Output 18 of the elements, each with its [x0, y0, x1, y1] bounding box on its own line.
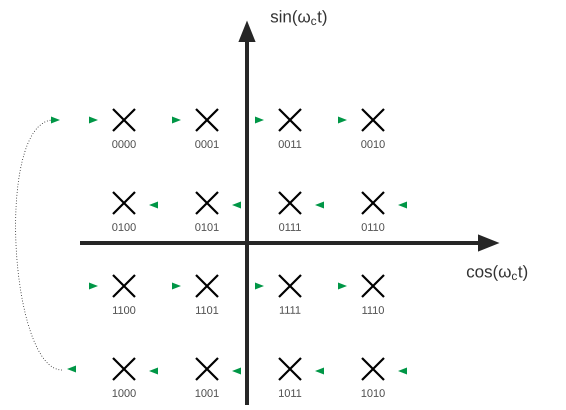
bit-label: 1111 — [280, 306, 300, 314]
bit-label: 1001 — [196, 389, 219, 397]
bit-label: 1101 — [196, 306, 218, 314]
bit-label: 1000 — [112, 389, 136, 397]
bit-label: 1010 — [362, 389, 385, 397]
bit-label: 0001 — [195, 140, 219, 148]
axis-label: cos(ω$_{c}$t) — [466, 265, 528, 281]
bit-label: 1110 — [362, 306, 384, 314]
bit-label: 0110 — [362, 223, 384, 231]
bit-label: 0010 — [361, 140, 385, 148]
axis-label: sin(ω$_{c}$t) — [270, 10, 326, 26]
bit-label: 0011 — [278, 140, 302, 148]
bit-label: 1100 — [113, 306, 136, 314]
bit-label: 0000 — [112, 140, 136, 148]
bit-label: 0100 — [112, 223, 136, 231]
bit-label: 0101 — [195, 223, 219, 231]
bit-label: 1011 — [279, 389, 302, 397]
bit-label: 0111 — [279, 223, 301, 231]
